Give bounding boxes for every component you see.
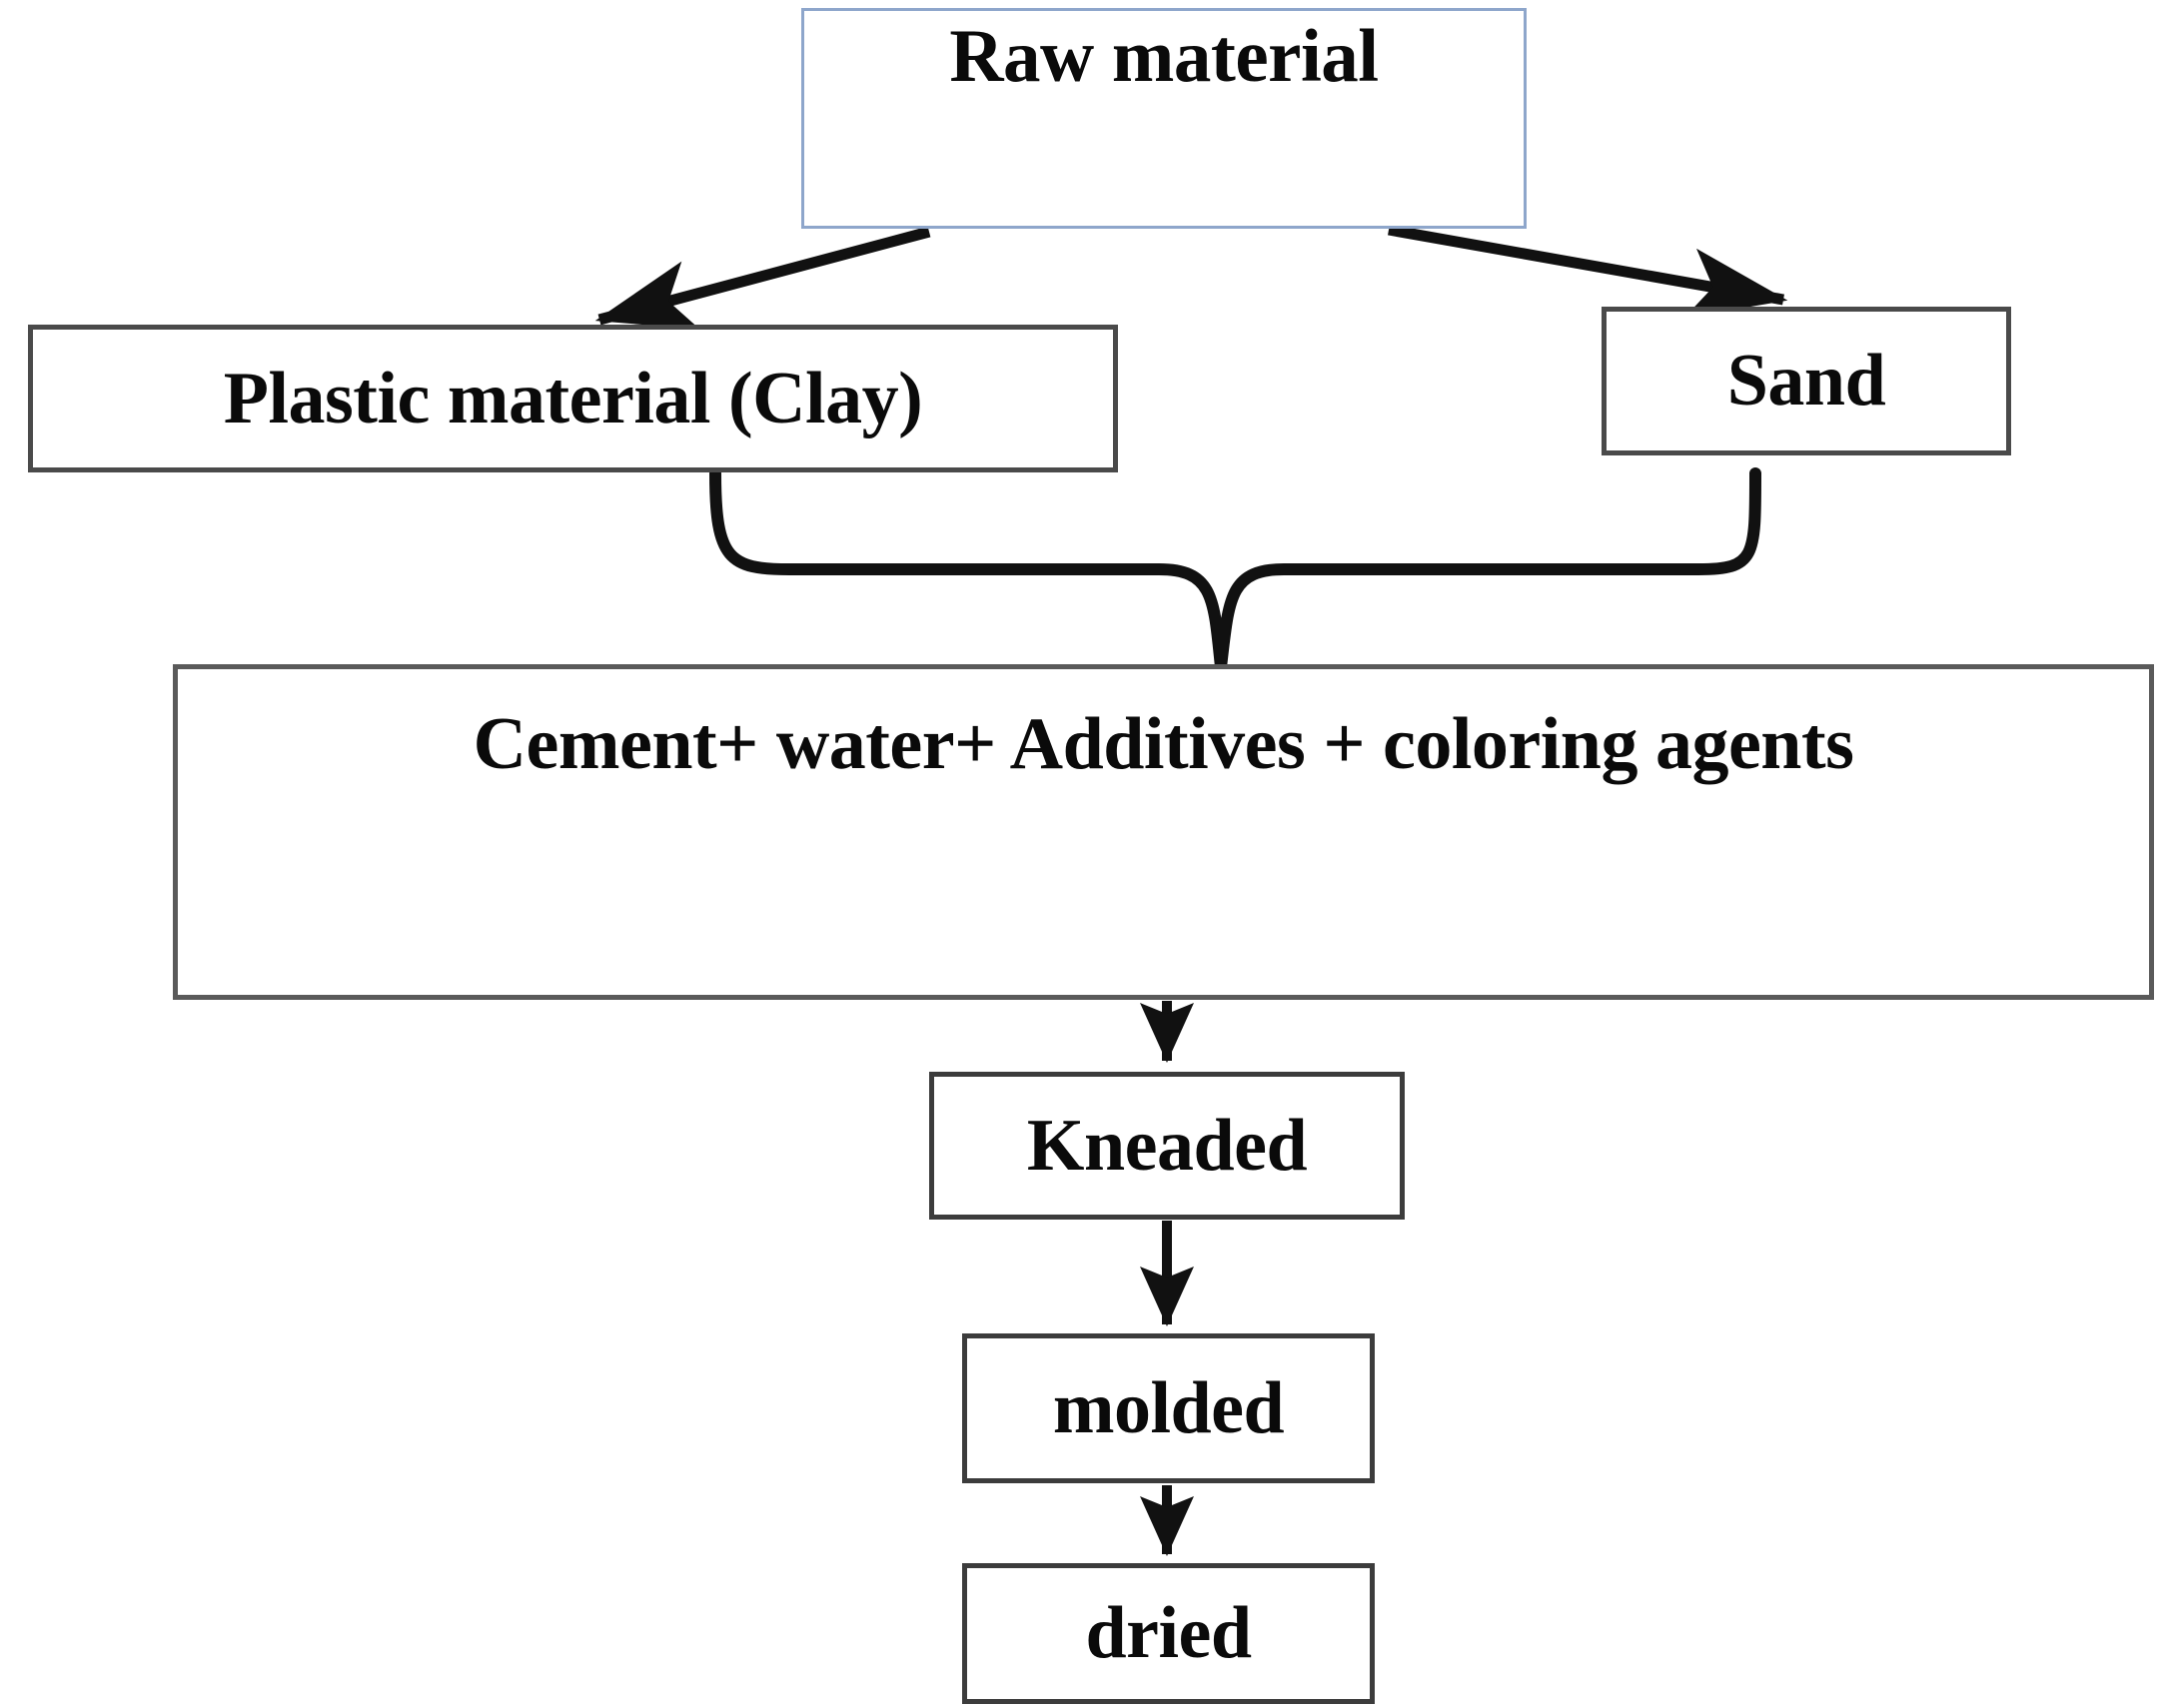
node-plastic-material-label: Plastic material (Clay) xyxy=(223,357,923,439)
node-plastic-material[interactable]: Plastic material (Clay) xyxy=(28,325,1118,472)
node-kneaded-label: Kneaded xyxy=(1026,1104,1308,1187)
node-dried-label: dried xyxy=(1085,1592,1252,1675)
node-sand-label: Sand xyxy=(1726,340,1886,423)
edge-brace-merge xyxy=(709,467,1761,673)
node-raw-material-label: Raw material xyxy=(949,15,1379,98)
edge-raw-to-sand xyxy=(1388,224,1788,319)
node-kneaded[interactable]: Kneaded xyxy=(929,1072,1405,1220)
node-sand[interactable]: Sand xyxy=(1602,307,2011,455)
node-dried[interactable]: dried xyxy=(962,1563,1375,1704)
node-cement-mix[interactable]: Cement+ water+ Additives + coloring agen… xyxy=(173,664,2154,1000)
node-cement-mix-label: Cement+ water+ Additives + coloring agen… xyxy=(473,703,1854,785)
node-raw-material[interactable]: Raw material xyxy=(801,8,1527,229)
node-molded[interactable]: molded xyxy=(962,1333,1375,1483)
edge-raw-to-clay xyxy=(594,226,931,330)
node-molded-label: molded xyxy=(1052,1366,1285,1449)
